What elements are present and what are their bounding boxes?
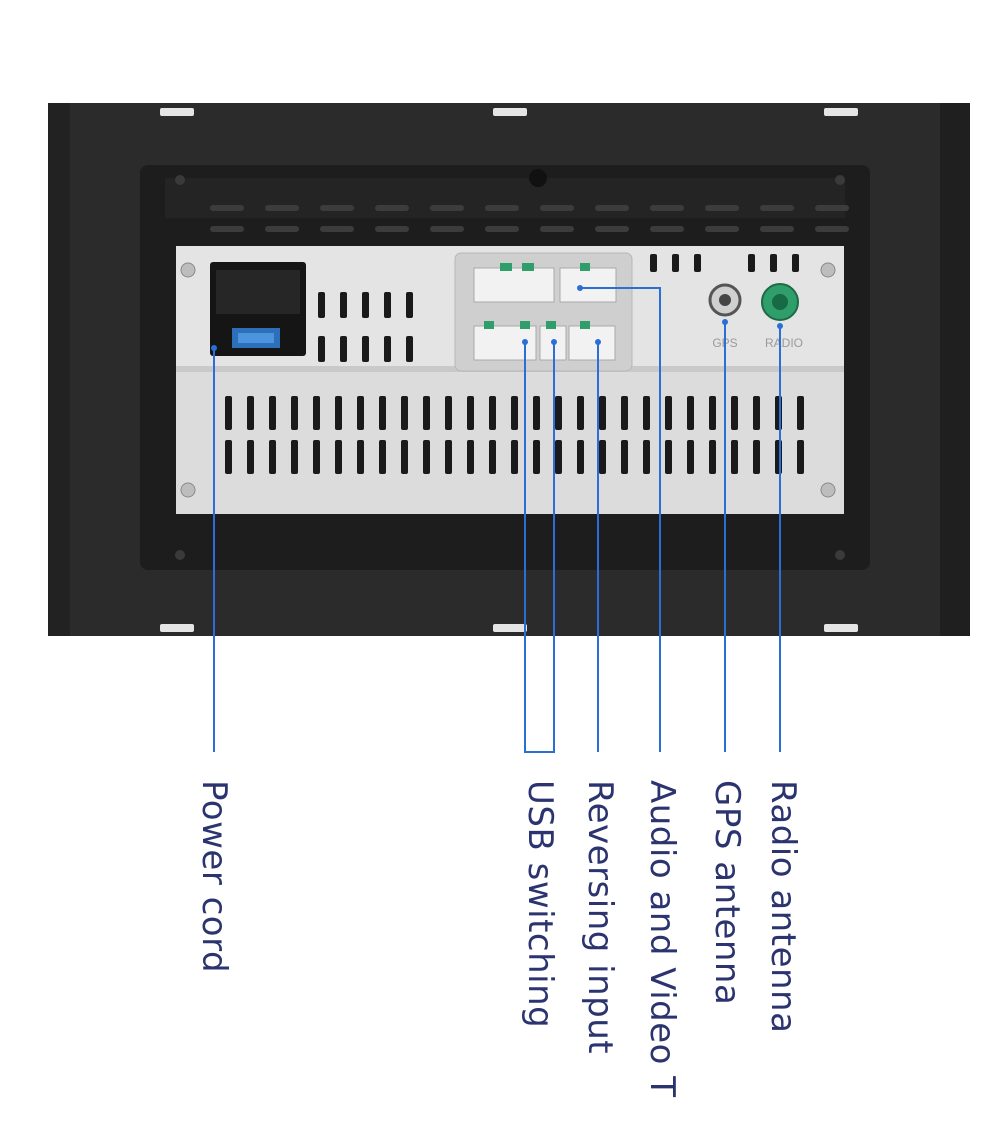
audio-video-label: Audio and Video T <box>642 780 682 1098</box>
power-connector <box>210 262 306 356</box>
gps-antenna-socket: GPS <box>708 283 742 350</box>
radio-antenna-label: Radio antenna <box>763 780 803 1034</box>
bracket-slots <box>210 205 849 232</box>
reversing-input-label: Reversing input <box>580 780 620 1055</box>
usb-switching-label: USB switching <box>520 780 560 1029</box>
vent-slots-lower <box>225 396 804 474</box>
multi-pin-connector-block <box>454 252 633 372</box>
usb-switching-callout <box>524 342 555 753</box>
radio-mark: RADIO <box>765 336 803 350</box>
radio-antenna-socket: RADIO <box>761 283 803 350</box>
vent-slots-upper <box>318 254 799 362</box>
callout-dots <box>211 285 783 351</box>
audio-video-callout <box>580 287 661 752</box>
callout-lines <box>213 287 781 753</box>
power-cord-label: Power cord <box>194 780 234 974</box>
gps-antenna-label: GPS antenna <box>707 780 747 1006</box>
